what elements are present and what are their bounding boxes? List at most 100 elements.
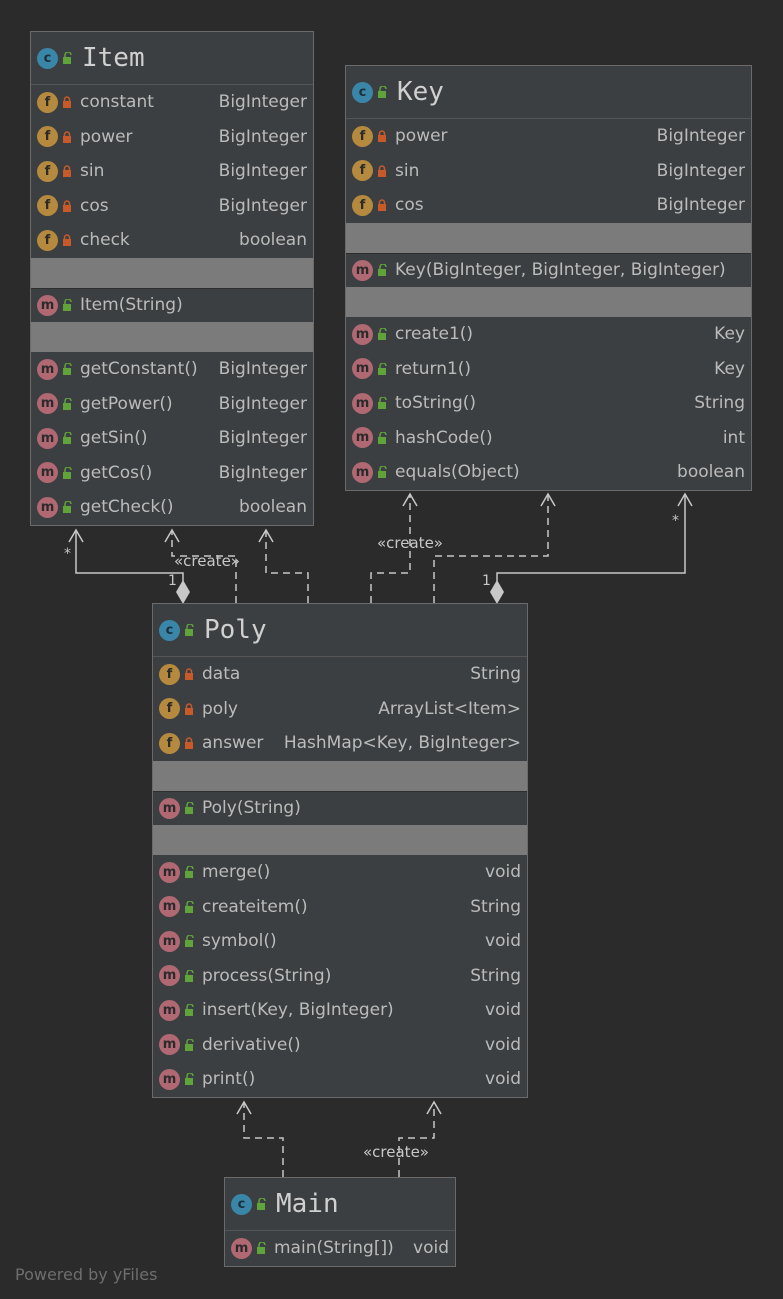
member-name: sin xyxy=(395,160,420,181)
unlock-icon xyxy=(377,466,387,479)
lock-icon xyxy=(377,199,387,212)
unlock-icon xyxy=(184,900,194,913)
member-type: void xyxy=(485,931,521,952)
unlock-icon xyxy=(256,1242,266,1255)
method-icon: m xyxy=(352,461,373,483)
unlock-icon xyxy=(256,1198,266,1210)
member-name: poly xyxy=(202,698,238,719)
lock-icon xyxy=(62,131,72,143)
method-icon: m xyxy=(352,323,373,345)
method-icon: m xyxy=(159,965,180,987)
member-type: HashMap<Key, BigInteger> xyxy=(283,733,521,754)
field-icon: f xyxy=(159,663,180,685)
item-divider-2 xyxy=(31,322,313,352)
unlock-icon xyxy=(377,328,387,341)
member-name: derivative() xyxy=(202,1034,301,1055)
item-aggregation-diamond xyxy=(176,580,190,604)
key-aggregation-arrow xyxy=(677,492,693,507)
unlock-icon xyxy=(377,431,387,444)
field-icon: f xyxy=(352,125,373,147)
member-name: getSin() xyxy=(80,428,148,449)
member-type: void xyxy=(485,1069,521,1090)
member-name: insert(Key, BigInteger) xyxy=(202,1000,394,1021)
unlock-icon xyxy=(377,264,387,277)
lock-icon xyxy=(62,96,72,109)
member-name: getCos() xyxy=(80,462,153,483)
field-icon: f xyxy=(159,732,180,754)
field-icon: f xyxy=(37,195,58,217)
key-create-arrow xyxy=(402,492,418,507)
field-icon: f xyxy=(37,229,58,251)
member-type: Key xyxy=(714,324,745,345)
method-icon: m xyxy=(159,1034,180,1056)
lock-icon xyxy=(184,668,194,681)
member-type: boolean xyxy=(239,230,307,251)
method-icon: m xyxy=(37,427,58,449)
method-icon: m xyxy=(37,294,58,316)
class-icon: c xyxy=(352,81,373,103)
member-name: sin xyxy=(80,161,105,182)
unlock-icon xyxy=(377,362,387,375)
key-aggregation-line xyxy=(496,494,686,585)
item-aggregation-arrow xyxy=(68,528,84,543)
method-icon: m xyxy=(37,393,58,415)
member-name: merge() xyxy=(202,862,271,883)
item-multiplicity-one: 1 xyxy=(168,573,177,589)
unlock-icon xyxy=(62,501,72,514)
member-name: create1() xyxy=(395,324,474,345)
poly-divider-1 xyxy=(153,760,527,791)
lock-icon xyxy=(184,703,194,715)
member-name: equals(Object) xyxy=(395,462,520,483)
member-name: power xyxy=(395,126,448,147)
key-method-row[interactable]: m create1() Key xyxy=(346,317,751,352)
poly-create-label: «create» xyxy=(363,1143,429,1161)
poly-create-arrow xyxy=(426,1100,442,1115)
lock-icon xyxy=(377,165,387,177)
member-type: BigInteger xyxy=(656,195,745,216)
member-type: BigInteger xyxy=(218,92,307,113)
method-icon: m xyxy=(352,358,373,380)
unlock-icon xyxy=(62,363,72,376)
member-name: cos xyxy=(395,195,424,216)
